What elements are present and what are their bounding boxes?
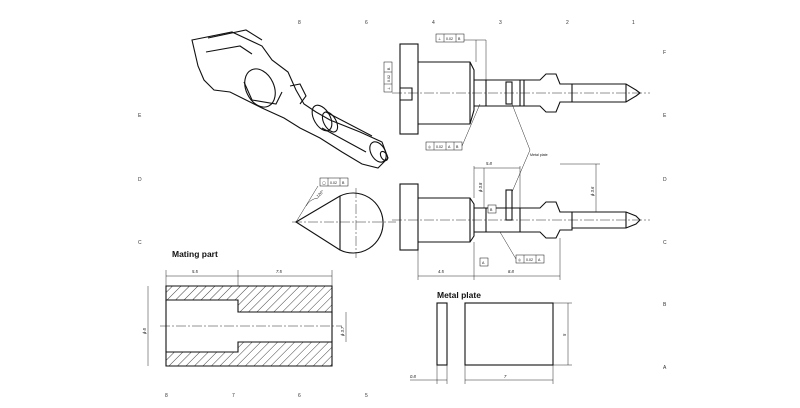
- frame-value: 0.02: [387, 75, 391, 82]
- column-markers-top: 8 6 4 3 2 1: [298, 20, 635, 26]
- frame-symbol: ◯: [322, 180, 327, 185]
- frame-value: 0.02: [446, 37, 453, 41]
- metal-plate-title: Metal plate: [437, 290, 481, 300]
- mating-part-title: Mating part: [172, 249, 218, 259]
- dimension-dia-small: ϕ 3.8: [478, 182, 483, 192]
- frame-datum: A: [448, 145, 451, 149]
- lower-elevation-view: 5.8 ϕ 3.8 ϕ 3.6 4.5 8.8 A B ◎ 0.02 A: [392, 161, 650, 280]
- row-markers-left: E D C: [138, 113, 142, 246]
- dimension-plate-width: 7: [504, 374, 507, 379]
- frame-datum: A: [538, 258, 541, 262]
- datum-label-a: A: [479, 257, 489, 267]
- col-marker: 2: [566, 20, 569, 26]
- frame-value: 0.02: [526, 258, 533, 262]
- dimension-thread-dia-upper: ϕ 3.6: [590, 186, 595, 196]
- frame-datum: B: [458, 37, 461, 41]
- row-marker: D: [138, 177, 142, 183]
- dimension-plate-height: 5: [562, 333, 567, 336]
- dimension-len-b: 8.8: [508, 269, 514, 274]
- row-marker: E: [663, 113, 667, 119]
- dimension-len-a: 4.5: [438, 269, 444, 274]
- row-marker: E: [138, 113, 142, 119]
- col-marker: 7: [232, 393, 235, 399]
- col-marker: 8: [298, 20, 301, 26]
- frame-symbol: ◎: [518, 258, 522, 262]
- col-marker: 5: [365, 393, 368, 399]
- frame-datum: B: [456, 145, 459, 149]
- frame-value: 0.02: [436, 145, 443, 149]
- tolerance-frame-cone: ◯ 0.02 B: [319, 177, 349, 187]
- tolerance-frame-top: ⊥ 0.02 B: [435, 33, 465, 43]
- frame-symbol: ⊥: [438, 37, 442, 41]
- row-marker: B: [663, 302, 667, 308]
- frame-datum: B: [342, 181, 345, 185]
- row-marker: A: [663, 365, 667, 371]
- dimension-mate-right: 7.5: [276, 269, 282, 274]
- tolerance-frame-left: ⊥ 0.02 B: [383, 61, 393, 93]
- frame-value: 0.02: [330, 181, 337, 185]
- upper-elevation-view: 1.1 ⊥ 0.02 B ⊥ 0.02 B ◎ 0.02 A B: [383, 33, 650, 193]
- isometric-view: [191, 29, 389, 169]
- datum-b-text: B: [490, 208, 493, 212]
- col-marker: 1: [632, 20, 635, 26]
- row-marker: F: [663, 50, 666, 56]
- tolerance-frame-lower: ◎ 0.02 A: [499, 231, 545, 264]
- row-marker: C: [663, 240, 667, 246]
- frame-symbol: ⊥: [387, 86, 391, 90]
- col-marker: 3: [499, 20, 502, 26]
- cone-end-view: 120° ◯ 0.02 B: [292, 177, 396, 258]
- row-marker: C: [138, 240, 142, 246]
- dimension-cone-angle: 120°: [315, 189, 325, 199]
- dimension-mate-dia-big: ϕ 8: [142, 328, 147, 334]
- dimension-gap-1: 5.8: [486, 161, 492, 166]
- metal-plate-section: Metal plate 0.8 7 5: [410, 290, 572, 384]
- dimension-mate-dia-small: ϕ 3.7: [340, 326, 345, 336]
- col-marker: 8: [165, 393, 168, 399]
- mating-part-section: Mating part 5.5 7.5 ϕ 8 ϕ 3.7: [142, 249, 347, 367]
- col-marker: 6: [365, 20, 368, 26]
- tolerance-frame-mid: ◎ 0.02 A B: [425, 103, 481, 151]
- col-marker: 4: [432, 20, 435, 26]
- col-marker: 6: [298, 393, 301, 399]
- dimension-plate-thick: 0.8: [410, 374, 416, 379]
- column-markers-bottom: 8 7 6 5: [165, 393, 368, 399]
- callout-metal-plate: Metal plate: [530, 153, 548, 157]
- frame-datum: B: [387, 67, 391, 70]
- row-marker: D: [663, 177, 667, 183]
- datum-a-text: A: [482, 261, 485, 265]
- datum-label-b: B: [487, 204, 497, 214]
- dimension-mate-left: 5.5: [192, 269, 198, 274]
- frame-symbol: ◎: [428, 145, 432, 149]
- row-markers-right: F E D C B A: [663, 50, 667, 371]
